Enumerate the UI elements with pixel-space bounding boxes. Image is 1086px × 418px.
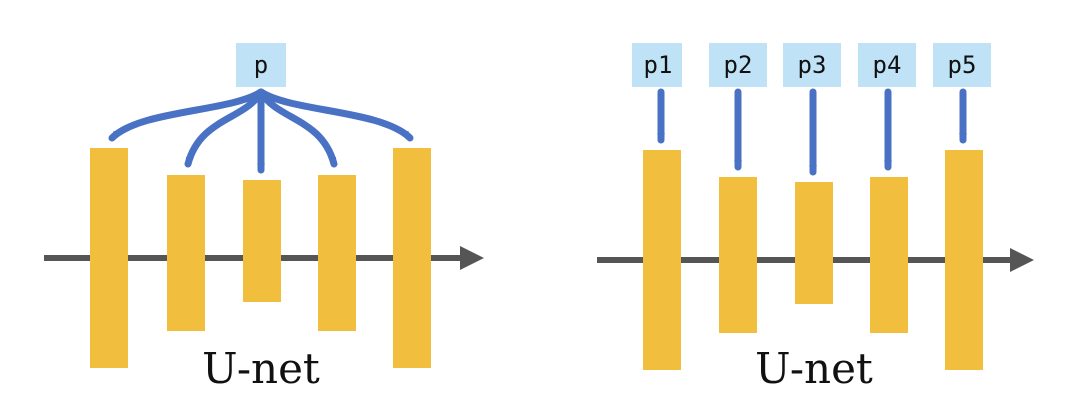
left-block-4: [318, 175, 356, 331]
left-diagram: p U-net: [44, 43, 484, 393]
right-diagram: p1 p2 p3 p4 p5 U-net: [597, 43, 1034, 393]
right-block-2: [719, 177, 757, 333]
left-axis-arrowhead: [460, 246, 484, 270]
left-caption: U-net: [202, 344, 320, 393]
left-block-5: [393, 148, 431, 368]
right-prompt-label-5: p5: [948, 51, 977, 79]
right-block-1: [643, 150, 681, 370]
right-prompt-label-4: p4: [873, 51, 902, 79]
right-block-5: [945, 150, 983, 370]
left-prompt-label: p: [254, 51, 268, 79]
left-prompt-box: [236, 43, 286, 87]
right-block-4: [870, 177, 908, 333]
right-axis-arrowhead: [1010, 248, 1034, 272]
right-prompt-label-1: p1: [644, 51, 673, 79]
left-arrow-to-block-2: [184, 88, 265, 168]
left-block-3: [243, 180, 281, 302]
right-prompt-box-2: [709, 43, 767, 87]
right-prompt-box-1: [632, 43, 682, 87]
right-prompt-label-3: p3: [798, 51, 827, 79]
left-arrow-to-block-4: [257, 88, 338, 168]
right-caption: U-net: [755, 344, 873, 393]
left-arrow-to-block-5: [257, 88, 414, 142]
right-prompt-label-2: p2: [724, 51, 753, 79]
left-block-2: [167, 175, 205, 331]
right-block-3: [795, 182, 833, 304]
right-prompt-box-4: [858, 43, 916, 87]
right-prompt-box-5: [933, 43, 991, 87]
left-arrow-to-block-1: [108, 88, 265, 142]
left-block-1: [90, 148, 128, 368]
right-prompt-box-3: [783, 43, 841, 87]
